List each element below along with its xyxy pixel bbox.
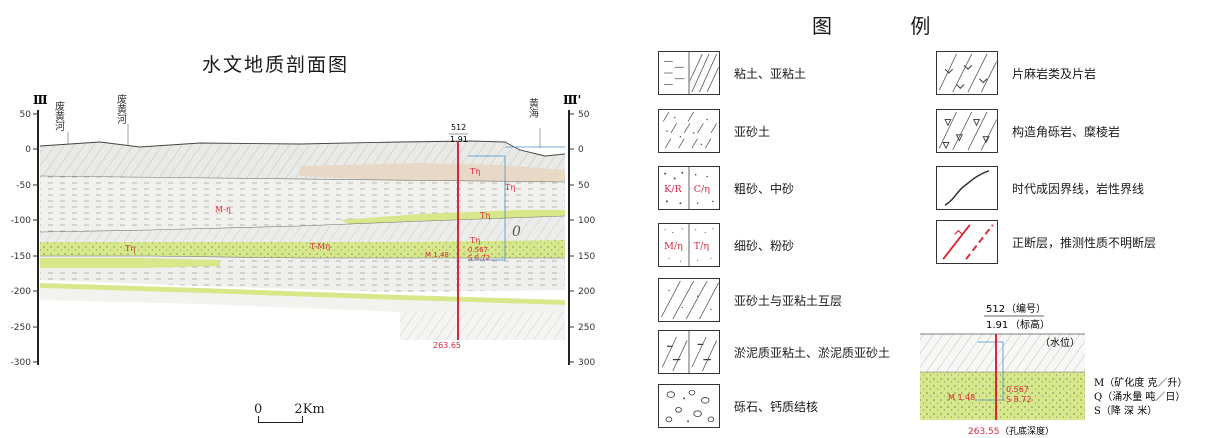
gneiss-swatch <box>936 51 998 95</box>
legend-item-breccia: 构造角砾岩、糜棱岩 <box>936 109 1120 153</box>
layer-code: Tη <box>505 183 515 192</box>
legend-label: 片麻岩类及片岩 <box>1012 66 1097 81</box>
interbedded-swatch <box>658 278 720 322</box>
right-tick-label: 150 <box>578 252 595 262</box>
legend-label: 亚砂土与亚粘土互层 <box>734 293 843 308</box>
svg-text:0: 0 <box>512 224 521 240</box>
legend-item-interbedded: 亚砂土与亚粘土互层 <box>658 278 842 322</box>
example-bottom-number: 1.91 <box>986 320 1008 331</box>
breccia-swatch <box>936 109 998 153</box>
scale-end: 2Km <box>294 402 325 417</box>
layer-code: Tη <box>125 244 135 253</box>
legend-item-clay: 粘土、亚粘土 <box>658 51 806 95</box>
legend-label: 粘土、亚粘土 <box>734 66 807 81</box>
example-m-value: M 1.48 <box>948 393 975 402</box>
left-tick-label: -50 <box>16 181 31 191</box>
clay-swatch <box>658 51 720 95</box>
place-label: 废黄河 <box>53 100 65 131</box>
example-well: 512 （编号） 1.91 （标高） （水位） M 1.48 0.567 S 8… <box>920 302 1187 437</box>
silty-clay-swatch <box>658 330 720 374</box>
legend-item-silty-clay: 淤泥质亚粘土、淤泥质亚砂土 <box>658 330 890 374</box>
strata-layers <box>39 140 566 340</box>
right-tick-label: 250 <box>578 323 595 333</box>
place-label: 废黄河 <box>115 93 127 124</box>
boundary-swatch <box>936 166 998 210</box>
well-depth: 263.65 <box>433 341 461 350</box>
layer-code: Tη <box>470 167 480 176</box>
legend-item-boundary: 时代成因界线，岩性界线 <box>936 166 1144 210</box>
example-bottom-note: （标高） <box>1010 318 1050 331</box>
legend-item-gneiss: 片麻岩类及片岩 <box>936 51 1096 95</box>
legend-label: 砾石、钙质结核 <box>734 399 819 414</box>
glyph: M/η <box>664 241 683 252</box>
left-tick-label: -150 <box>11 252 32 262</box>
well-s-value: S 8.72 <box>468 254 490 262</box>
example-top-number: 512 <box>986 304 1005 315</box>
legend-label: 时代成因界线，岩性界线 <box>1012 181 1145 196</box>
example-m-label: M（矿化度 克／升） <box>1094 376 1187 389</box>
place-label: 黄海 <box>527 97 539 119</box>
legend-item-gravel: 砾石、钙质结核 <box>658 384 818 428</box>
right-tick-label: 100 <box>578 216 595 226</box>
fault-swatch <box>936 220 998 264</box>
section-title: 水文地质剖面图 <box>202 54 350 76</box>
right-end-label: Ⅲ' <box>563 93 581 107</box>
sandy-loam-swatch <box>658 109 720 153</box>
legend-title: 图 例 <box>812 14 967 38</box>
right-tick-label: 0 <box>578 145 584 155</box>
example-s-value: S 8.72 <box>1006 395 1031 404</box>
left-tick-label: -100 <box>11 216 32 226</box>
layer-code: Tη <box>480 211 490 220</box>
well-q-value: 0.567 <box>468 246 488 254</box>
example-water-note: （水位） <box>1040 336 1080 349</box>
left-tick-label: 0 <box>25 145 31 155</box>
glyph: Κ/R <box>664 184 682 195</box>
scale-start: 0 <box>254 402 263 417</box>
left-tick-label: -200 <box>11 287 32 297</box>
layer-code: T-Mη <box>310 242 330 251</box>
glyph: T/η <box>694 241 710 252</box>
right-tick-label: 300 <box>578 358 595 368</box>
coarse-sand-swatch: Κ/R C/η <box>658 166 720 210</box>
right-tick-label: 200 <box>578 287 595 297</box>
left-tick-label: -250 <box>11 323 32 333</box>
left-tick-label: 50 <box>20 110 32 120</box>
fine-sand-swatch: M/η T/η <box>658 223 720 267</box>
legend-label: 亚砂土 <box>734 124 771 139</box>
cross-section: 50 0 -50 -100 -150 -200 -250 -300 Ⅲ 50 0… <box>11 93 596 368</box>
well-m-value: M 1.48 <box>425 251 449 259</box>
well-bottom-number: 1.91 <box>450 135 468 144</box>
right-tick-label: 50 <box>578 181 590 191</box>
left-tick-label: -300 <box>11 358 32 368</box>
example-s-label: S（降 深 米） <box>1094 404 1157 417</box>
legend-item-fine-sand: M/η T/η 细砂、粉砂 <box>658 223 794 267</box>
legend-label: 细砂、粉砂 <box>734 238 795 253</box>
example-depth-value: 263.55 <box>968 427 1000 437</box>
legend-item-coarse-sand: Κ/R C/η 粗砂、中砂 <box>658 166 794 210</box>
layer-code: Tη <box>470 236 480 245</box>
right-tick-label: 50 <box>578 110 590 120</box>
legend-label: 淤泥质亚粘土、淤泥质亚砂土 <box>734 345 891 360</box>
legend-item-sandy-loam: 亚砂土 <box>658 109 770 153</box>
legend-label: 构造角砾岩、糜棱岩 <box>1012 124 1121 139</box>
legend-label: 粗砂、中砂 <box>734 181 795 196</box>
scale-bar: 0 2Km <box>254 402 325 423</box>
well-top-number: 512 <box>451 123 466 132</box>
legend-item-fault: 正断层，推测性质不明断层 <box>936 220 1156 264</box>
example-top-note: （编号） <box>1006 302 1046 315</box>
example-q-label: Q（涌水量 吨／日） <box>1094 390 1185 403</box>
legend-label: 正断层，推测性质不明断层 <box>1012 235 1157 250</box>
example-q-value: 0.567 <box>1006 385 1029 394</box>
left-end-label: Ⅲ <box>33 93 48 107</box>
glyph: C/η <box>694 184 711 195</box>
example-depth-note: （孔底深度） <box>1000 425 1054 437</box>
gravel-swatch <box>658 384 720 428</box>
layer-code: M-η <box>215 205 231 214</box>
